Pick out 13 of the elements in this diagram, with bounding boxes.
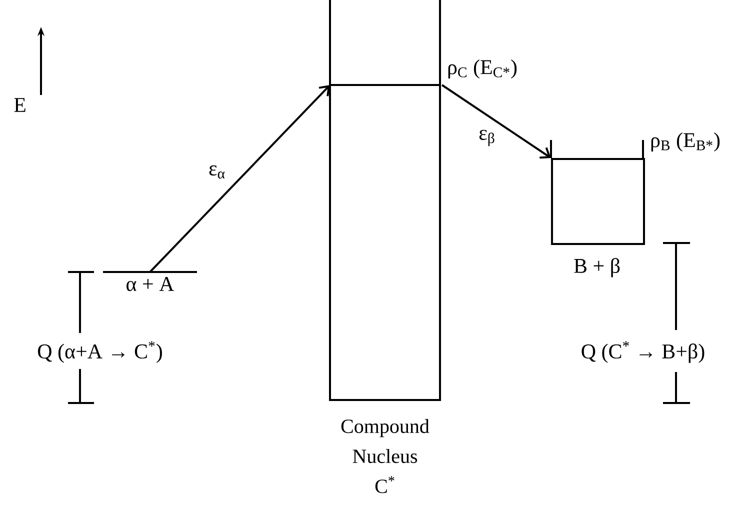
level-label: ρ$_{B}$ (E$_{B*}$) (651, 132, 720, 152)
energy-level-box: B + β (550, 140, 645, 278)
dimension-label: Q (C$^{*}$ → B+β) (582, 341, 704, 363)
dimension-label: Q (α+A → C$^{*}$) (38, 341, 162, 363)
edge-label: ε$_{β}$ (478, 128, 496, 148)
energy-level: α + A (103, 271, 197, 292)
node-label: B + β (574, 258, 620, 278)
edge-label: ε$_{α}$ (208, 164, 227, 180)
arrow (441, 84, 551, 159)
level-label: ρ$_{C}$ (E$_{C*}$) (448, 59, 517, 79)
arrow (149, 85, 330, 273)
compound-nucleus-box: Compound Nucleus C$^{*}$ (329, 0, 441, 494)
axis-label: E (14, 98, 26, 112)
